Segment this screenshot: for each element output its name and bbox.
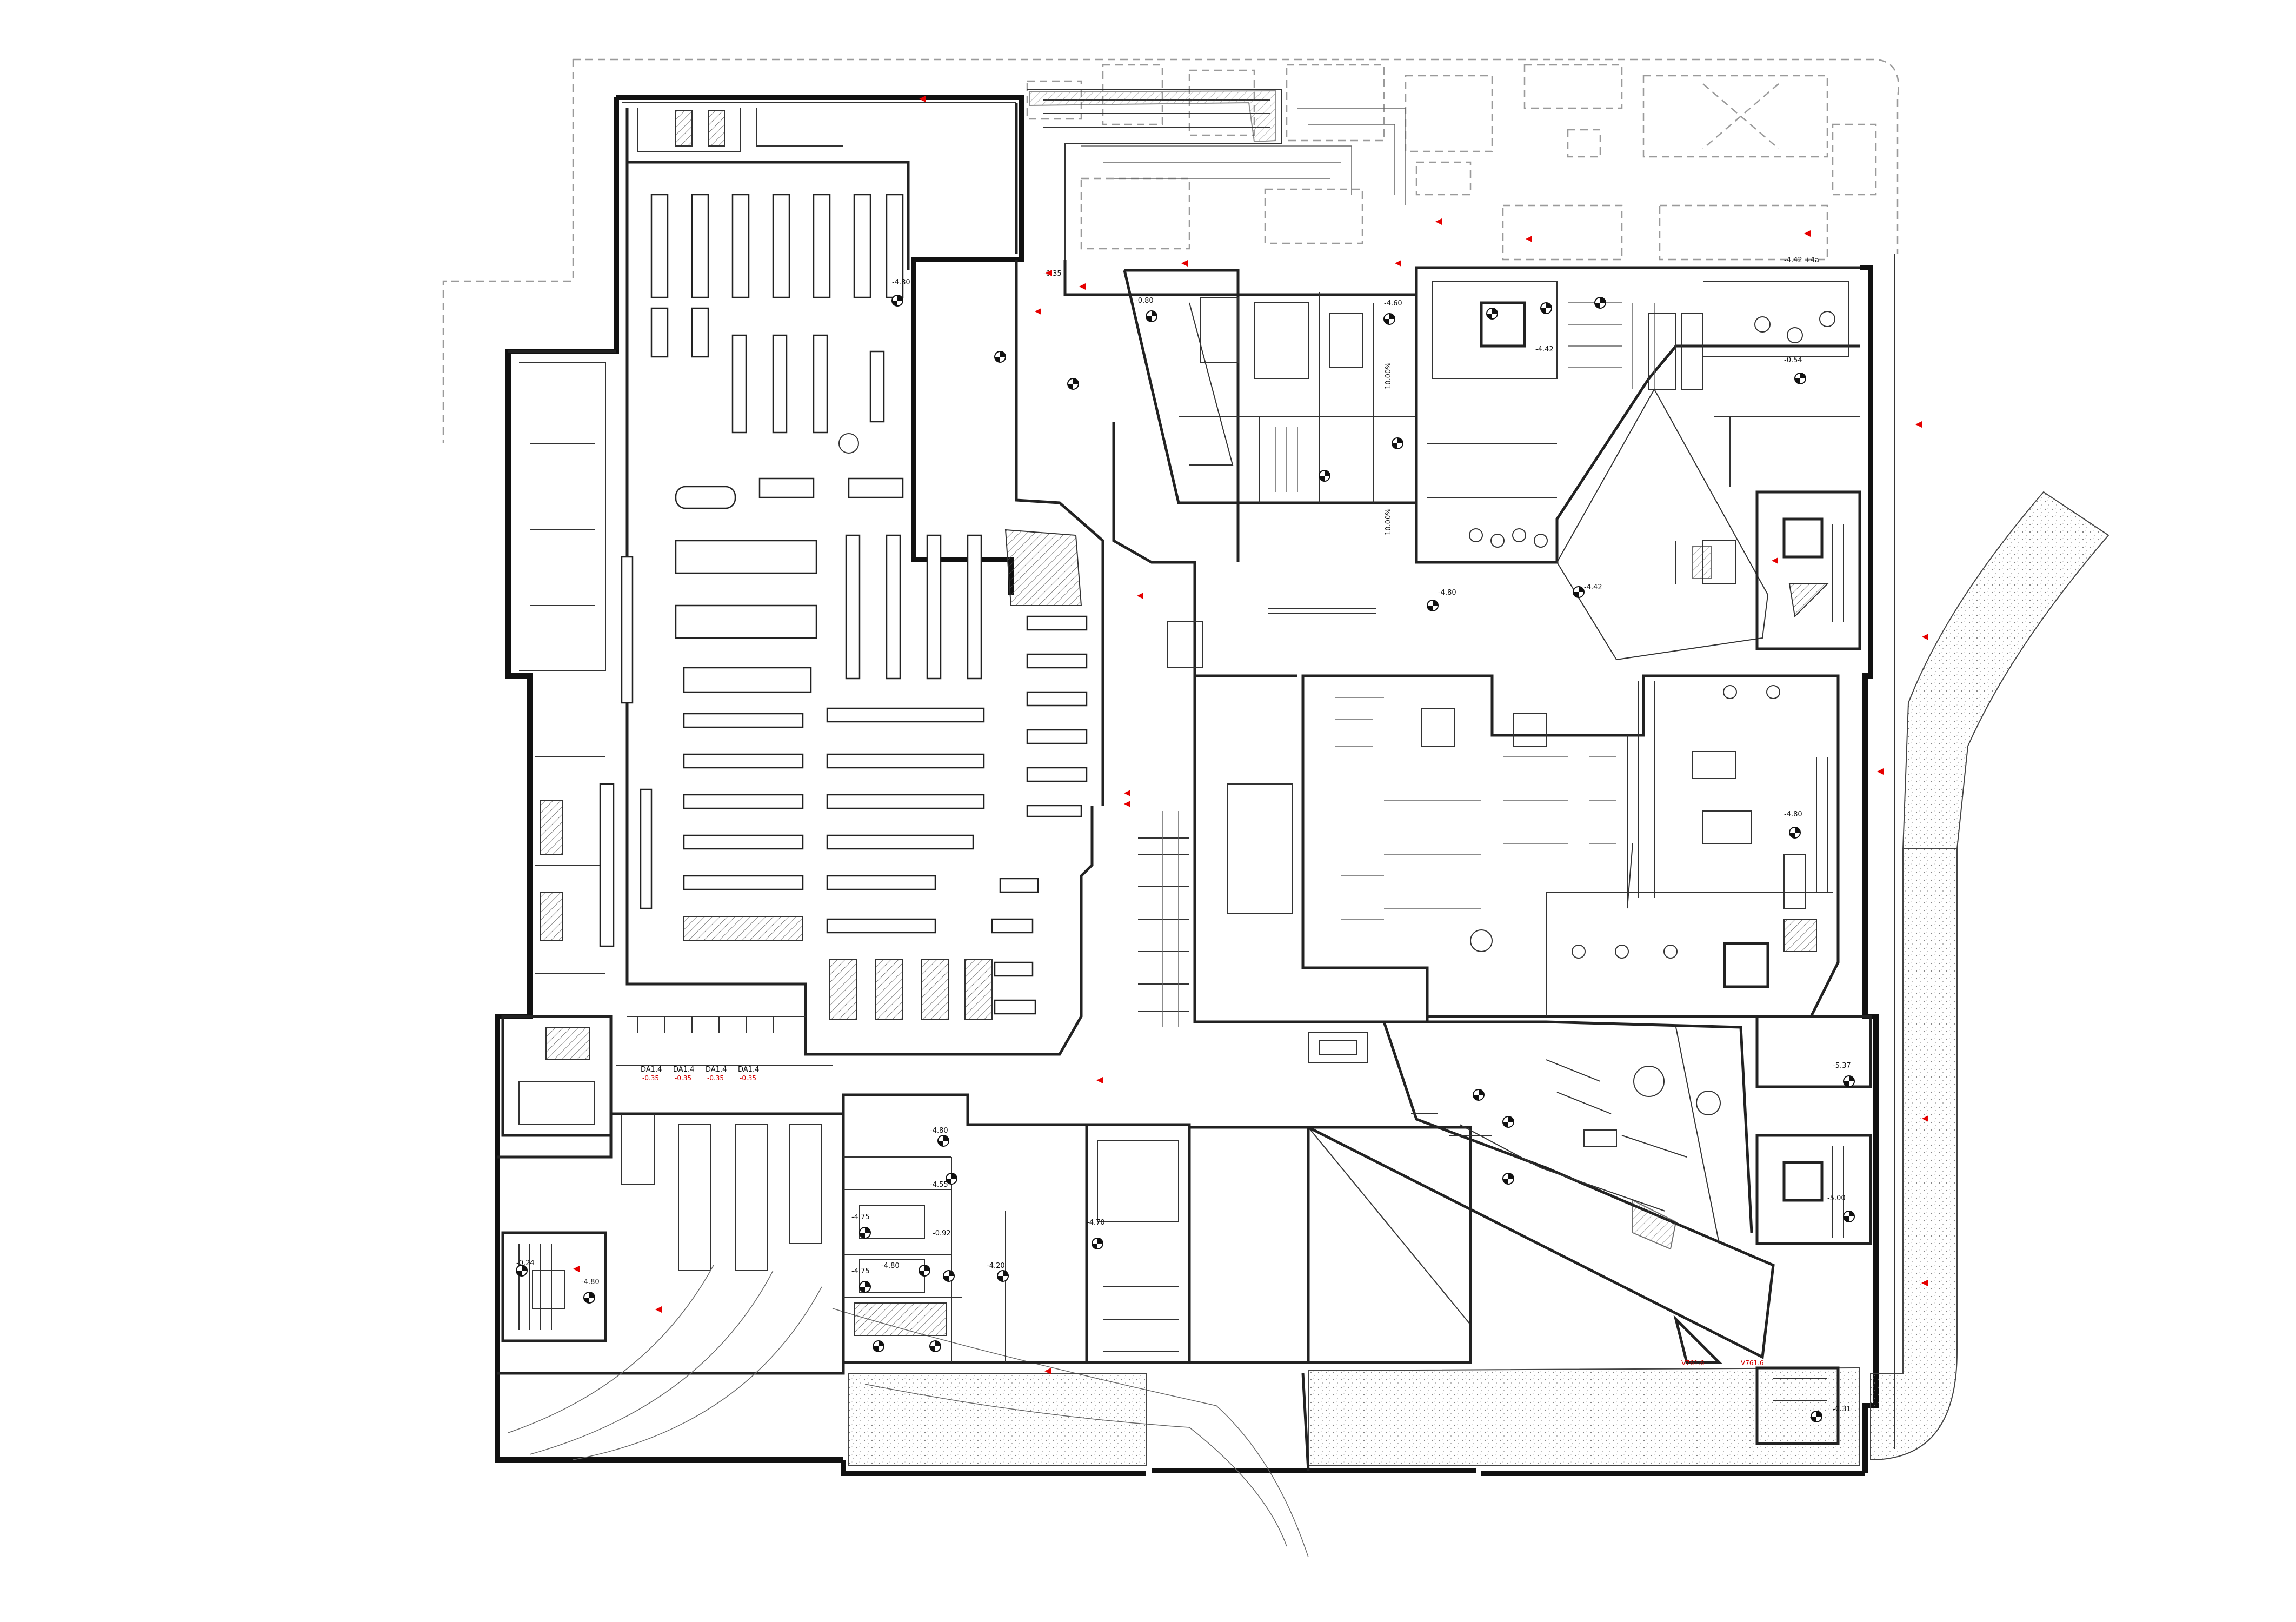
level-label: -4.80 (1784, 810, 1802, 819)
loading-bay-level: -0.35 (675, 1074, 691, 1082)
level-label: -0.35 (1043, 270, 1062, 278)
upper-ramp (1027, 89, 1406, 260)
level-label: -5.00 (1827, 1194, 1846, 1202)
level-label: -4.80 (1438, 589, 1456, 597)
loading-bay-label: DA1.4 (738, 1066, 759, 1074)
outdoor-strips (848, 1367, 1860, 1471)
loading-bay-level: -0.35 (642, 1074, 659, 1082)
context-outline (442, 58, 1899, 443)
direction-markers (573, 96, 1928, 1374)
level-label: -4.20 (987, 1262, 1005, 1270)
level-label: -4.80 (930, 1127, 948, 1135)
right-towers (1556, 388, 1872, 1445)
loading-bay-level: -0.35 (707, 1074, 724, 1082)
level-label: -4.55 (930, 1181, 948, 1189)
lower-right-retail (1307, 1020, 1775, 1364)
gate-label: V761.6 (1741, 1359, 1764, 1367)
left-service-wing (508, 102, 1016, 974)
supermarket (625, 161, 1104, 1056)
slope-label: 10.00% (1385, 362, 1393, 389)
level-label: -0.80 (1135, 297, 1154, 305)
level-label: -5.37 (1833, 1062, 1851, 1070)
level-label: -4.42 (1584, 583, 1602, 591)
gate-label: V761.6 (1681, 1359, 1705, 1367)
loading-bays: DA1.4 -0.35 DA1.4 -0.35 DA1.4 -0.35 DA1.… (641, 1066, 759, 1082)
service-rooms (842, 1093, 1472, 1364)
loading-bay-level: -0.35 (740, 1074, 756, 1082)
food-court (1415, 270, 1860, 564)
level-markers: -4.80 -0.35 -0.80 -4.60 -4.42 -0.54 -4.8… (516, 270, 1855, 1422)
level-label: -0.31 (1833, 1405, 1851, 1413)
loading-bay-label: DA1.4 (673, 1066, 694, 1074)
mall-atrium (1112, 269, 1429, 1063)
level-label: -4.80 (892, 278, 910, 287)
level-label: -0.92 (933, 1229, 951, 1238)
level-label: -0.54 (1784, 356, 1802, 364)
level-label: -4.70 (1087, 1219, 1105, 1227)
level-label: -4.75 (851, 1213, 870, 1221)
retail-store (1301, 674, 1840, 1018)
loading-bay-label: DA1.4 (706, 1066, 727, 1074)
level-label: -4.80 (881, 1262, 900, 1270)
slope-label: 10.00% (1385, 508, 1393, 535)
level-label: -4.80 (581, 1278, 600, 1286)
level-label: -4.60 (1384, 300, 1402, 308)
external-ramp (1870, 254, 2109, 1461)
level-label: -4.75 (851, 1267, 870, 1275)
building-outline (495, 95, 1879, 1476)
corner-level-label: -4.42 +4a (1784, 256, 1819, 264)
level-label: -0.24 (516, 1259, 535, 1267)
level-label: -4.42 (1535, 345, 1554, 354)
loading-bay-label: DA1.4 (641, 1066, 662, 1074)
